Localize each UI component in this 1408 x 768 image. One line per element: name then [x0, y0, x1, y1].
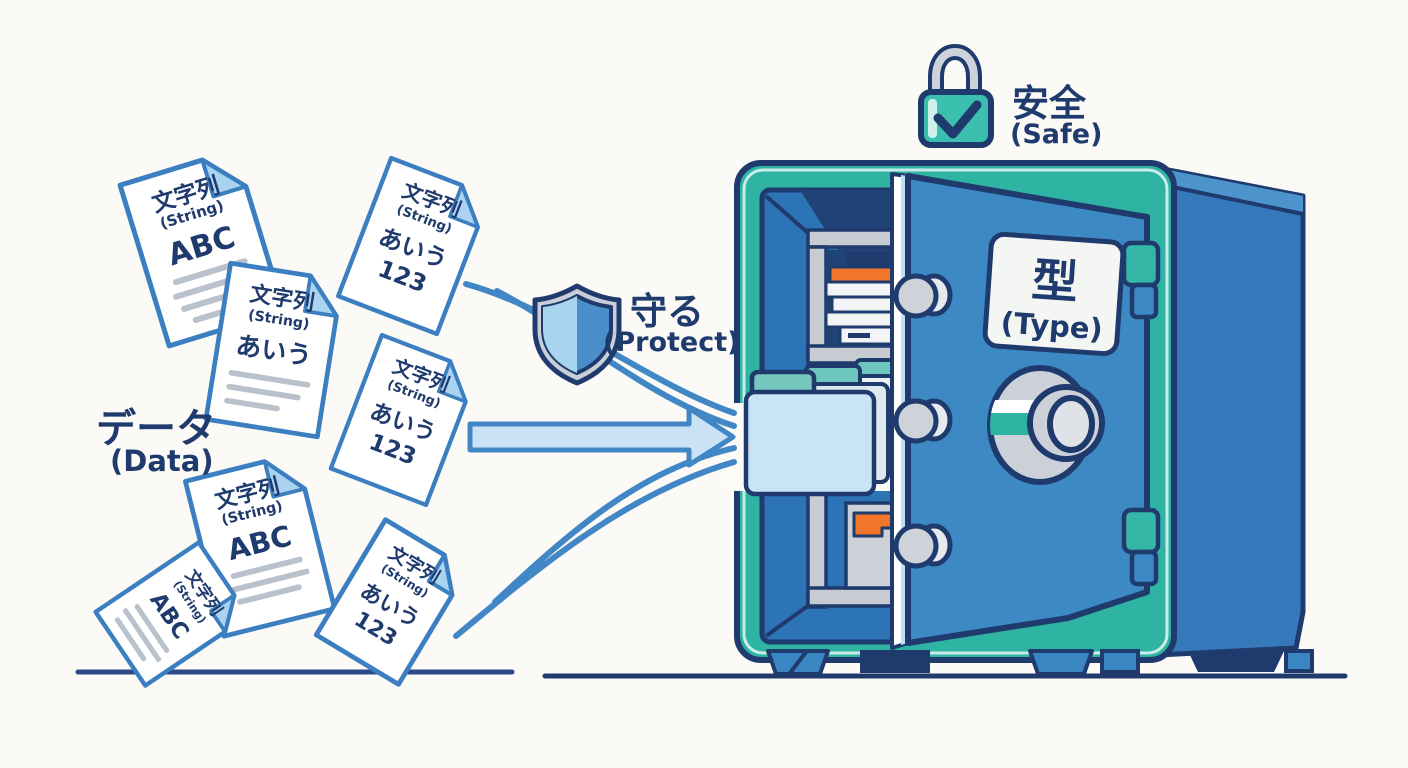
document: 文字列 (String) あいう	[203, 260, 339, 440]
document: 文字列 (String) あいう 123	[336, 155, 480, 337]
safe-legs	[766, 649, 1314, 676]
safe-label-en: (Safe)	[1010, 119, 1102, 150]
dial-icon	[987, 365, 1105, 485]
shield-icon	[532, 283, 622, 386]
shelf-frame-top	[806, 228, 910, 249]
folded-corner	[436, 359, 468, 404]
text-lines	[224, 369, 311, 412]
bolt-icon	[893, 398, 953, 444]
data-label-en: (Data)	[110, 444, 214, 478]
text-lines	[114, 603, 170, 663]
document: 文字列 (String) あいう 123	[328, 332, 468, 508]
door-bolts	[893, 273, 953, 569]
folded-corner	[209, 593, 237, 634]
door-hinges	[1121, 240, 1161, 587]
text-lines	[230, 556, 310, 605]
protect-label-jp: 守る	[630, 290, 704, 333]
safe-label-jp: 安全	[1012, 82, 1087, 125]
folded-corner	[426, 553, 455, 598]
data-label-jp: データ	[96, 406, 216, 452]
document: 文字列 (String) ABC	[93, 540, 237, 688]
folded-corner	[200, 158, 248, 199]
type-label-en: (Type)	[1000, 305, 1104, 346]
checkmark-icon	[933, 100, 982, 139]
type-label-jp: 型	[1030, 252, 1080, 309]
folders	[743, 358, 906, 497]
stacked-papers	[824, 280, 910, 346]
safe-side-top-bevel	[1158, 168, 1303, 214]
folded-corner	[262, 459, 307, 499]
stacked-book-navy	[846, 252, 904, 267]
bolt-icon	[893, 273, 953, 319]
safe-side-panel	[1155, 165, 1306, 658]
protect-label-en: (Protect)	[603, 327, 739, 358]
document: 文字列 (String) あいう 123	[313, 517, 455, 687]
lock-icon	[918, 43, 994, 148]
arrow-icon	[467, 405, 736, 468]
type-label-plate: 型 (Type)	[982, 231, 1126, 357]
folded-corner	[448, 183, 480, 229]
folder-front	[743, 389, 877, 497]
bolt-icon	[893, 523, 953, 569]
folded-corner	[303, 273, 339, 318]
